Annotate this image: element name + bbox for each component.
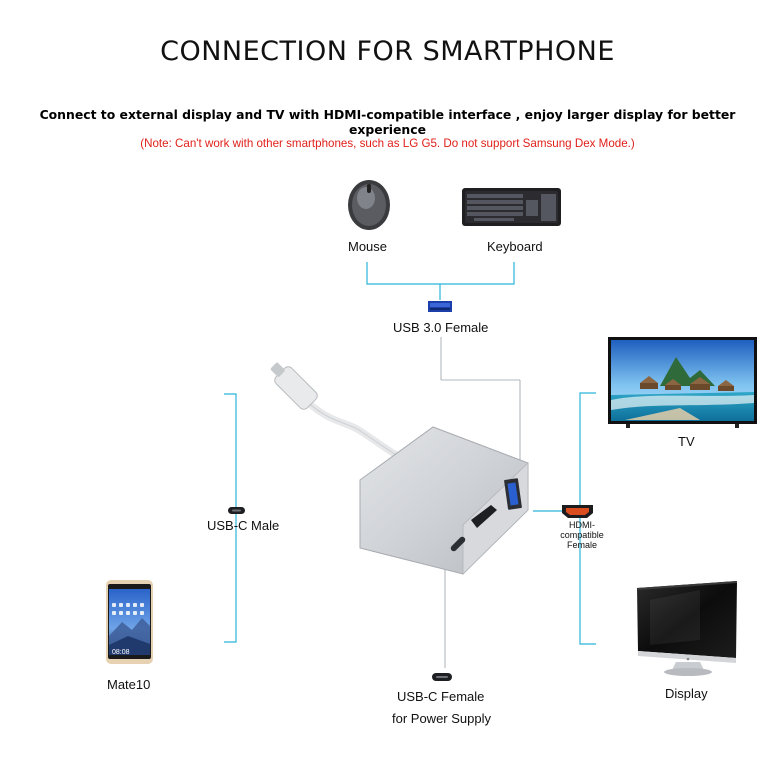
keyboard-label: Keyboard [487, 239, 543, 254]
monitor-icon [637, 581, 737, 676]
power-supply-label: for Power Supply [392, 711, 491, 726]
usbc-cable [270, 362, 412, 466]
hdmi-label-line3: Female [566, 540, 597, 550]
usb3-female-label: USB 3.0 Female [393, 320, 489, 335]
phone-time: 08:08 [112, 649, 130, 656]
hub-adapter [359, 426, 529, 575]
hub-usbc-port [450, 536, 466, 552]
display-label: Display [665, 686, 708, 701]
hdmi-female-label: HDMI- compatible Female [556, 520, 608, 550]
hdmi-port-icon [562, 505, 593, 518]
mouse-icon [348, 180, 390, 230]
usbc-female-label: USB-C Female [397, 689, 485, 704]
mouse-label: Mouse [348, 239, 388, 254]
compatibility-note: (Note: Can't work with other smartphones… [140, 137, 635, 150]
mate10-label: Mate10 [107, 677, 151, 692]
hdmi-label-line2: compatible [560, 530, 604, 540]
usbc-male-icon [228, 507, 245, 514]
peripheral-bracket-line [366, 262, 515, 285]
usbc-female-icon [432, 673, 452, 681]
tv-icon [608, 337, 757, 428]
usbc-male-bracket-line [224, 393, 237, 643]
tv-label: TV [678, 434, 695, 449]
keyboard-icon [462, 188, 561, 226]
video-bracket-line [579, 392, 596, 645]
usb3-port-icon [428, 301, 452, 312]
page-title: CONNECTION FOR SMARTPHONE [160, 36, 615, 67]
guide-lines [440, 337, 521, 668]
phone-icon: 08:08 [106, 580, 153, 664]
page-subtitle: Connect to external display and TV with … [39, 107, 736, 137]
usbc-male-label: USB-C Male [207, 518, 280, 533]
hub-hdmi-port [471, 505, 497, 528]
hub-usb3-port [504, 478, 522, 510]
hdmi-label-line1: HDMI- [569, 520, 595, 530]
